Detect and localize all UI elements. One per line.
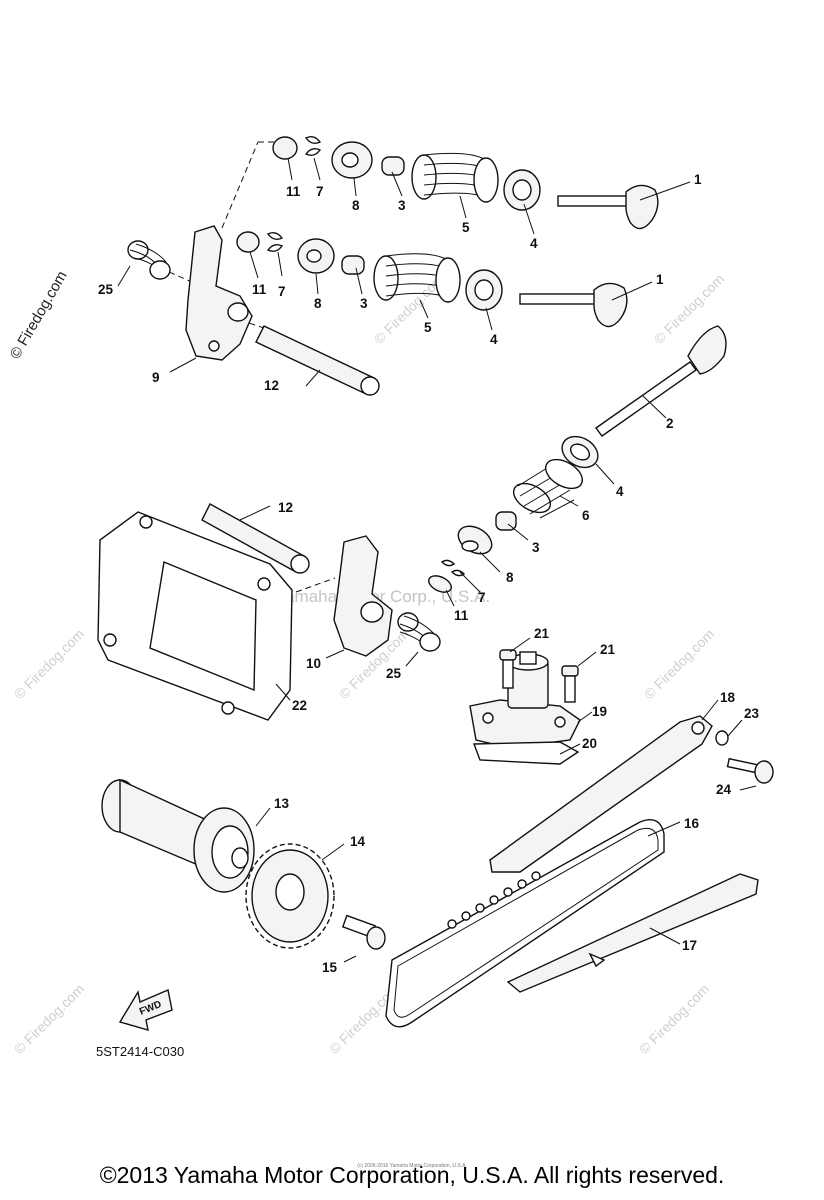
- valve-stem-seal-lower: [495, 511, 517, 531]
- callout-9: 9: [152, 370, 160, 385]
- callout-3b: 3: [360, 296, 368, 311]
- callout-6: 6: [582, 508, 590, 523]
- valve-cotter-middle: [266, 231, 284, 253]
- tensioner-bolt-21b: [561, 665, 579, 703]
- guide-bolt-24: [726, 757, 774, 784]
- callout-1b: 1: [656, 272, 664, 287]
- callout-4b: 4: [490, 332, 498, 347]
- callout-13: 13: [274, 796, 290, 811]
- cam-chain-16: [385, 819, 665, 1028]
- callout-7c: 7: [478, 590, 486, 605]
- valve-stem-seal-upper: [381, 156, 405, 176]
- spring-retainer-hole-upper: [341, 152, 359, 168]
- callout-25b: 25: [386, 666, 402, 681]
- forward-direction-arrow: FWD: [118, 989, 173, 1031]
- watermark-faint-6: © Firedog.com: [11, 981, 87, 1057]
- chain-guide-17: [506, 873, 759, 993]
- callout-22: 22: [292, 698, 307, 713]
- valve-stem-seal-middle: [341, 255, 365, 275]
- callout-16: 16: [684, 816, 700, 831]
- valve-cotter-cap-middle: [236, 231, 260, 253]
- spring-retainer-hole-middle: [306, 249, 322, 263]
- intake-valve-upper: [557, 184, 659, 230]
- valve-seat-seal-hole-middle: [474, 279, 494, 301]
- callout-4c: 4: [616, 484, 624, 499]
- callout-14: 14: [350, 834, 366, 849]
- valve-spring-exhaust-6: [512, 458, 584, 519]
- callout-5a: 5: [462, 220, 470, 235]
- callout-25a: 25: [98, 282, 114, 297]
- callout-8c: 8: [506, 570, 514, 585]
- leader-lines: [117, 157, 757, 963]
- callout-23: 23: [744, 706, 760, 721]
- valve-cotter-cap-upper: [272, 136, 298, 160]
- cylinder-head-cover-gasket-22: [97, 511, 293, 721]
- tensioner-bolt-21a: [499, 649, 517, 689]
- rocker-shaft-upper: [255, 325, 380, 396]
- callout-7a: 7: [316, 184, 324, 199]
- callout-11b: 11: [252, 282, 267, 297]
- callout-12b: 12: [264, 378, 279, 393]
- watermark-faint-5: © Firedog.com: [641, 626, 717, 702]
- callout-8b: 8: [314, 296, 322, 311]
- callout-18: 18: [720, 690, 736, 705]
- callout-11c: 11: [454, 608, 469, 623]
- cam-chain-links-detail: [447, 871, 541, 929]
- callout-21b: 21: [600, 642, 616, 657]
- spring-retainer-lower: [457, 525, 493, 555]
- callout-3a: 3: [398, 198, 406, 213]
- cam-chain-tensioner-19: [469, 651, 581, 749]
- callout-labels: 1 1 2 3 3 3 4 4 4 5 5 6 7 7 7 8 8 8 9 10…: [98, 172, 760, 975]
- callout-1a: 1: [694, 172, 702, 187]
- watermark-side: © Firedog.com: [7, 268, 71, 362]
- callout-5b: 5: [424, 320, 432, 335]
- rocker-spring-lower: [397, 612, 441, 652]
- callout-3c: 3: [532, 540, 540, 555]
- chain-guide-tensioner-18: [489, 715, 713, 873]
- callout-20: 20: [582, 736, 597, 751]
- valve-seat-seal-hole-lower: [569, 443, 591, 461]
- small-print: (c) 2006-2016 Yamaha Motor Corporation, …: [357, 1163, 467, 1169]
- callout-4a: 4: [530, 236, 538, 251]
- callout-11a: 11: [286, 184, 301, 199]
- diagram-code: 5ST2414-C030: [96, 1044, 184, 1059]
- spring-retainer-hole-lower: [461, 540, 479, 552]
- callout-19: 19: [592, 704, 607, 719]
- valve-spring-upper: [411, 152, 499, 203]
- callout-7b: 7: [278, 284, 286, 299]
- sprocket-bolt-15: [341, 914, 386, 950]
- rocker-arm-10: [333, 535, 393, 657]
- callout-24: 24: [716, 782, 732, 797]
- watermark-faint-3: © Firedog.com: [11, 626, 87, 702]
- rocker-arm-9: [185, 225, 253, 361]
- rocker-spring-upper: [127, 240, 171, 280]
- callout-8a: 8: [352, 198, 360, 213]
- callout-21a: 21: [534, 626, 550, 641]
- tensioner-gasket-20: [472, 741, 580, 765]
- valve-cotter-upper: [304, 135, 322, 157]
- cam-sprocket-14: [245, 843, 335, 949]
- watermark-center: Yamaha Motor Corp., U.S.A.: [275, 587, 490, 606]
- watermark-faint-8: © Firedog.com: [636, 981, 712, 1057]
- valve-cotter-cap-lower: [428, 575, 452, 593]
- intake-valve-middle: [519, 282, 628, 328]
- callout-17: 17: [682, 938, 697, 953]
- copyright-footer: ©2013 Yamaha Motor Corporation, U.S.A. A…: [99, 1162, 725, 1188]
- callout-2: 2: [666, 416, 674, 431]
- valve-cotter-lower: [440, 559, 466, 577]
- valve-seat-seal-hole-upper: [512, 179, 532, 201]
- callout-15: 15: [322, 960, 338, 975]
- rocker-shaft-lower: [201, 503, 310, 574]
- dash-line-5: [295, 577, 336, 593]
- callout-12a: 12: [278, 500, 293, 515]
- dash-line-1: [221, 141, 259, 229]
- valve-spring-middle: [373, 253, 461, 303]
- camshaft-13: [101, 778, 255, 893]
- callout-10: 10: [306, 656, 321, 671]
- o-ring-23: [715, 730, 729, 746]
